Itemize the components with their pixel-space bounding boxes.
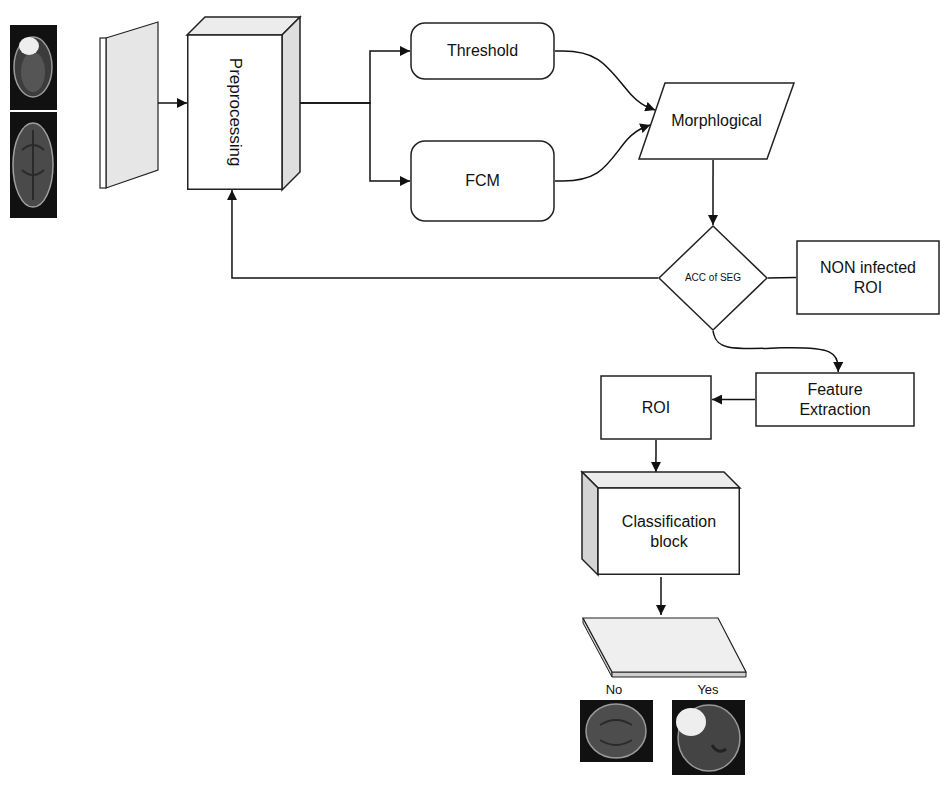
- connector-arrow: [300, 51, 410, 103]
- connector-arrow: [712, 160, 714, 225]
- connector-arrow: [713, 331, 838, 372]
- node-label: Morphlogical: [671, 111, 762, 130]
- node-label: Preprocessing: [224, 58, 244, 167]
- shape-outline: [755, 372, 915, 427]
- node-label: Classification block: [610, 512, 728, 550]
- connector-arrow: [555, 125, 650, 181]
- output-label: Yes: [697, 682, 718, 697]
- decision-diamond: ACC of SEG: [658, 225, 768, 331]
- process-box: ROI: [600, 375, 712, 440]
- text-area: ACC of SEG: [677, 258, 749, 298]
- text-area: FCM: [410, 140, 555, 222]
- text-area: Preprocessing: [187, 35, 282, 190]
- output-label: No: [606, 682, 623, 697]
- output-plate: [583, 577, 746, 677]
- connector-arrow: [655, 440, 657, 472]
- mri-output-tumor: [672, 700, 745, 775]
- process-3d-box: Preprocessing: [187, 18, 300, 190]
- mri-input-tumor: [10, 25, 57, 110]
- node-label: Threshold: [447, 41, 518, 60]
- text-area: NON infected ROI: [796, 240, 940, 315]
- input-plate: [100, 22, 187, 188]
- node-label: Feature Extraction: [785, 380, 885, 418]
- node-label: ROI: [642, 398, 670, 417]
- node-label: NON infected ROI: [812, 258, 924, 296]
- text-area: Feature Extraction: [755, 372, 915, 427]
- connector-arrow: [300, 103, 410, 181]
- node-label: ACC of SEG: [685, 272, 741, 284]
- connector-arrow: [555, 51, 655, 110]
- process-rounded-box: FCM: [410, 140, 555, 222]
- result-box: NON infected ROI: [796, 240, 940, 315]
- process-parallelogram: Morphlogical: [638, 82, 795, 160]
- text-area: Classification block: [598, 488, 740, 575]
- shape-outline: [796, 240, 940, 315]
- connector-arrow: [712, 399, 755, 401]
- mri-input-normal: [10, 112, 57, 218]
- mri-output-normal: [580, 700, 653, 762]
- connector-arrow: [768, 277, 796, 279]
- text-area: ROI: [600, 375, 712, 440]
- text-area: Threshold: [410, 22, 555, 80]
- node-label: FCM: [465, 171, 500, 190]
- process-rounded-box: Threshold: [410, 22, 555, 80]
- classifier-3d-box: Classification block: [582, 472, 740, 575]
- text-area: Morphlogical: [658, 82, 775, 160]
- process-box: Feature Extraction: [755, 372, 915, 427]
